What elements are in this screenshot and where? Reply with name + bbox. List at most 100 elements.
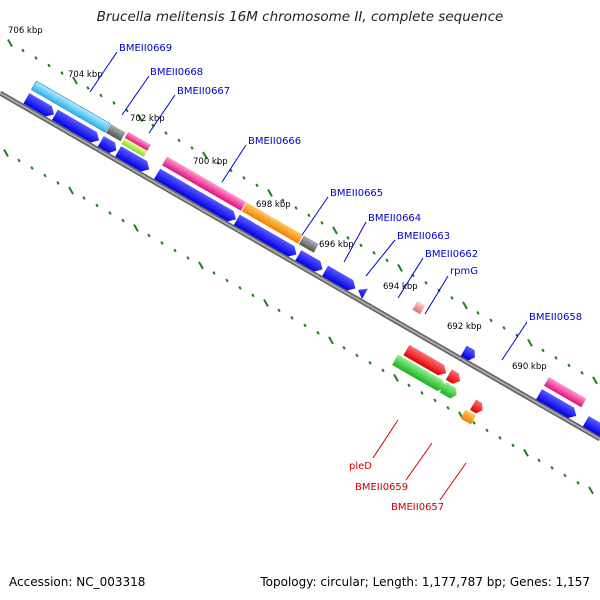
cds-arrow[interactable] xyxy=(295,250,325,274)
minor-tick xyxy=(368,361,372,365)
gene-arrow-BMEII0657[interactable] xyxy=(460,409,476,425)
major-tick xyxy=(527,338,533,347)
minor-tick xyxy=(385,258,389,263)
minor-tick xyxy=(242,176,246,180)
leader-line xyxy=(501,321,528,361)
gene-arrow-pleD-red[interactable] xyxy=(403,344,449,378)
major-tick xyxy=(263,298,269,307)
gene-label-BMEII0668[interactable]: BMEII0668 xyxy=(150,67,203,78)
minor-tick xyxy=(251,293,255,298)
minor-tick xyxy=(164,131,168,135)
gene-arrow-BMEII0657-red[interactable] xyxy=(470,399,486,416)
gene-label-BMEII0663[interactable]: BMEII0663 xyxy=(397,231,450,242)
minor-tick xyxy=(121,218,125,223)
upper-tick-row xyxy=(7,39,598,385)
minor-tick xyxy=(420,391,424,395)
minor-tick xyxy=(554,356,558,360)
gene-arrow-BMEII0658[interactable] xyxy=(544,377,587,408)
minor-tick xyxy=(173,248,177,253)
minor-tick xyxy=(60,71,64,75)
minor-tick xyxy=(303,323,307,328)
leader-line xyxy=(372,419,399,459)
minor-tick xyxy=(17,158,21,163)
minor-tick xyxy=(498,436,502,440)
gene-arrow-pleD[interactable] xyxy=(392,354,448,394)
leader-line xyxy=(301,196,329,236)
gene-label-BMEII0658[interactable]: BMEII0658 xyxy=(529,312,582,323)
gene-label-pleD[interactable]: pleD xyxy=(349,461,372,472)
gene-label-BMEII0665[interactable]: BMEII0665 xyxy=(330,188,383,199)
gene-arrow-BMEII0659[interactable] xyxy=(439,382,460,400)
major-tick xyxy=(462,301,468,310)
gene-arrow-BMEII0665[interactable] xyxy=(241,202,304,244)
lower-tick-row xyxy=(3,149,594,495)
cds-arrow[interactable] xyxy=(355,285,368,300)
gene-label-BMEII0669[interactable]: BMEII0669 xyxy=(119,43,172,54)
minor-tick xyxy=(277,308,281,313)
gene-arrow-BMEII0667[interactable] xyxy=(121,137,148,157)
minor-tick xyxy=(21,48,25,53)
minor-tick xyxy=(160,241,164,245)
minor-tick xyxy=(563,473,567,478)
major-tick xyxy=(332,226,338,235)
major-tick xyxy=(72,76,78,85)
minor-tick xyxy=(489,318,493,323)
gene-label-BMEII0667[interactable]: BMEII0667 xyxy=(177,86,230,97)
major-tick xyxy=(267,188,273,197)
major-tick xyxy=(393,373,399,382)
gene-arrow-BMEII0666[interactable] xyxy=(162,156,246,211)
cds-arrow[interactable] xyxy=(460,345,478,363)
minor-tick xyxy=(56,181,60,185)
cds-arrow[interactable] xyxy=(97,136,120,155)
gene-arrow-BMEII0664[interactable] xyxy=(298,235,319,253)
minor-tick xyxy=(372,251,376,255)
gene-arrow-BMEII0668-gray[interactable] xyxy=(105,124,126,142)
cds-arrow[interactable] xyxy=(582,416,600,448)
minor-tick xyxy=(381,368,385,373)
major-tick xyxy=(328,336,334,345)
minor-tick xyxy=(541,348,545,353)
minor-tick xyxy=(537,458,541,463)
cds-arrow[interactable] xyxy=(233,214,300,260)
cds-arrow[interactable] xyxy=(154,168,239,225)
gene-arrow-BMEII0668[interactable] xyxy=(124,131,151,151)
gene-label-BMEII0666[interactable]: BMEII0666 xyxy=(248,136,301,147)
kbp-label-700: 700 kbp xyxy=(193,157,228,167)
gene-label-BMEII0664[interactable]: BMEII0664 xyxy=(368,213,421,224)
gene-label-rpmG[interactable]: rpmG xyxy=(450,266,478,277)
major-tick xyxy=(7,39,13,47)
gene-arrow-BMEII0659-red[interactable] xyxy=(445,369,463,386)
cds-arrow[interactable] xyxy=(51,109,102,146)
cds-arrow[interactable] xyxy=(115,146,152,174)
gene-label-BMEII0657[interactable]: BMEII0657 xyxy=(391,502,444,513)
minor-tick xyxy=(30,166,34,170)
gene-label-BMEII0659[interactable]: BMEII0659 xyxy=(355,482,408,493)
leader-line xyxy=(343,221,367,263)
major-tick xyxy=(198,261,204,270)
cds-arrow[interactable] xyxy=(536,389,579,421)
major-tick xyxy=(397,263,403,272)
kbp-label-692: 692 kbp xyxy=(447,322,482,332)
gene-arrow-rpmG[interactable] xyxy=(412,301,426,315)
kbp-label-690: 690 kbp xyxy=(512,362,547,372)
minor-tick xyxy=(190,146,194,150)
minor-tick xyxy=(255,183,259,188)
gene-arrow-BMEII0669[interactable] xyxy=(30,80,111,133)
major-tick xyxy=(588,486,594,495)
minor-tick xyxy=(485,428,489,433)
major-tick xyxy=(202,151,208,160)
cds-arrow[interactable] xyxy=(23,93,57,119)
leader-line xyxy=(365,239,396,277)
gene-label-BMEII0662[interactable]: BMEII0662 xyxy=(425,249,478,260)
cds-arrow[interactable] xyxy=(322,265,358,294)
kbp-label-698: 698 kbp xyxy=(256,200,291,210)
minor-tick xyxy=(82,196,86,200)
minor-tick xyxy=(476,311,480,315)
minor-tick xyxy=(186,256,190,260)
minor-tick xyxy=(43,173,47,178)
minor-tick xyxy=(450,296,454,300)
minor-tick xyxy=(112,101,116,105)
minor-tick xyxy=(212,271,216,275)
minor-tick xyxy=(511,443,515,448)
minor-tick xyxy=(47,63,51,68)
